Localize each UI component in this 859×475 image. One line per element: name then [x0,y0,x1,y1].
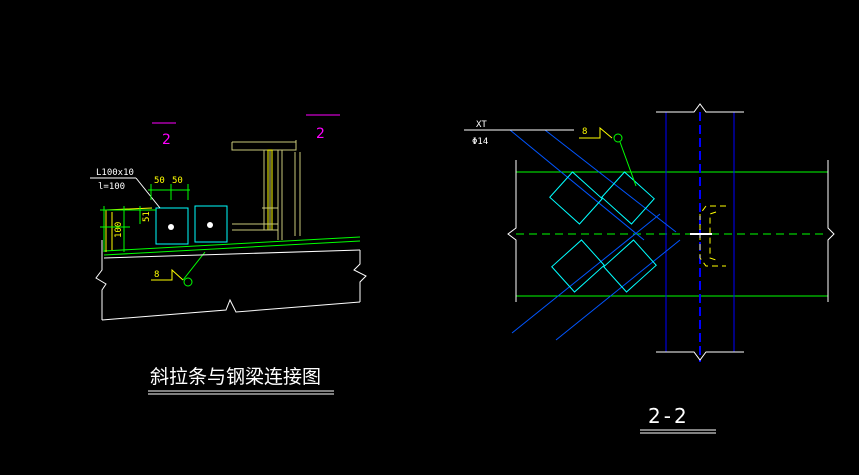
bolt-plate-2 [194,205,228,243]
dimension-side-2: 100 [114,222,124,238]
dimension-top-2: 50 [172,176,183,186]
beam-break-lines [507,160,835,302]
rod-plate-upper-right [601,171,655,225]
right-detail: XT Φ14 8 2-2 [464,103,835,434]
rod-plate-lower-left [551,239,605,293]
bolt-hole-2 [207,222,213,228]
side-dimension: 100 51 [100,206,156,252]
rod-diameter-label: Φ14 [472,137,488,147]
bolt-hole-1 [168,224,174,230]
rod-callout: XT Φ14 [464,120,574,147]
rod-plate-upper-left [549,171,603,225]
beam-flanges [516,171,828,297]
tie-plate [103,236,361,256]
steel-beam-section [231,140,301,240]
bolt-plate-1 [155,207,189,245]
left-detail-title: 斜拉条与钢梁连接图 [150,366,321,388]
dimension-top-1: 50 [154,176,165,186]
left-outline [95,240,367,321]
dimension-side-1: 51 [142,211,152,222]
weld-size-label-right: 8 [582,127,587,137]
weld-symbol-right: 8 [579,126,637,187]
angle-size-label: L100x10 [96,168,134,178]
top-dimension: 50 50 [148,176,190,200]
angle-callout: L100x10 l=100 [90,168,161,209]
weld-symbol-left: 8 [151,251,206,287]
section-mark-left-number: 2 [162,132,171,148]
section-mark-right: 2 [306,114,340,142]
section-mark-right-number: 2 [316,126,325,142]
rod-label: XT [476,120,487,130]
right-detail-title: 2-2 [648,404,690,428]
column-break-lines [656,103,744,361]
weld-size-label-left: 8 [154,270,159,280]
hidden-bracket [699,205,726,267]
rod-plate-lower-right [603,239,657,293]
left-detail: 2 2 [90,114,367,395]
angle-length-label: l=100 [98,182,125,192]
section-mark-left: 2 [152,122,176,148]
tie-rods [509,129,681,341]
